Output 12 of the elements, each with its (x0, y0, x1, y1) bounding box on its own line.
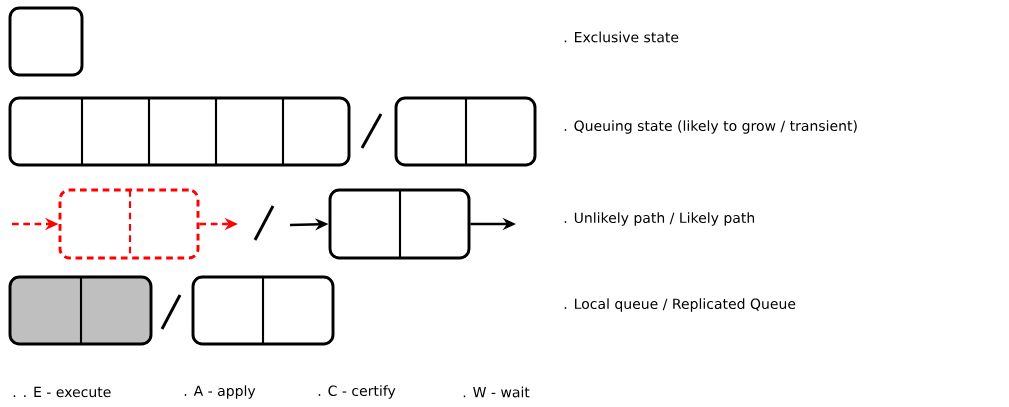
legend-text: . W - wait (463, 386, 530, 398)
queue-box (394, 96, 537, 167)
legend-text: . Exclusive state (564, 31, 679, 43)
legend-text: . A - apply (184, 385, 256, 399)
queue-box (8, 96, 351, 167)
legend-text: . Unlikely path / Likely path (564, 212, 755, 226)
state-box (8, 6, 84, 77)
queue-box (328, 188, 471, 260)
queue-box (191, 275, 335, 346)
legend-text: . Local queue / Replicated Queue (564, 298, 796, 312)
queue-box (8, 275, 153, 346)
queue-box (58, 188, 200, 260)
